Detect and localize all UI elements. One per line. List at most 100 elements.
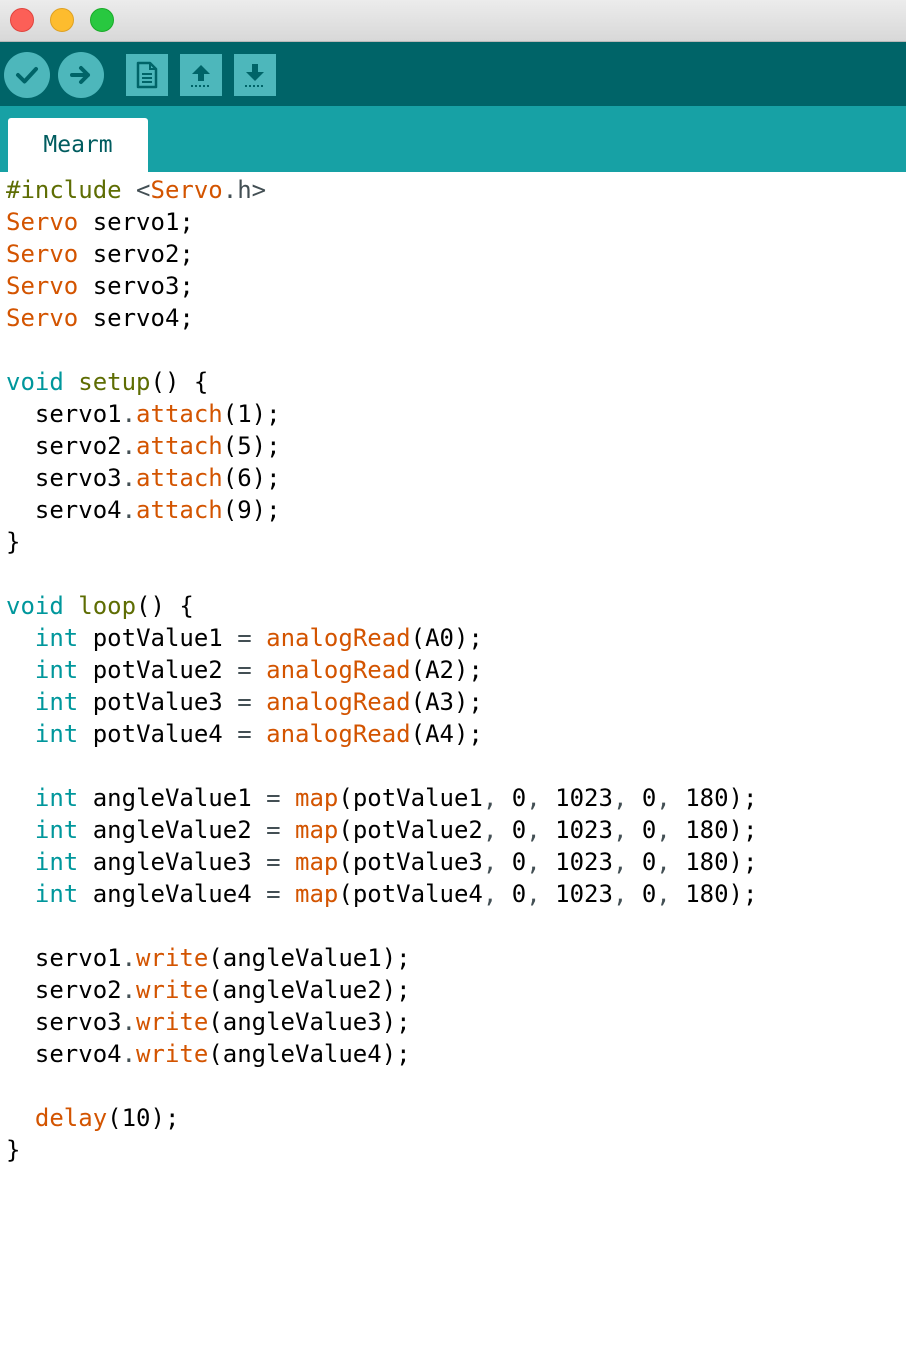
code-token: .	[121, 464, 137, 492]
code-token	[281, 848, 295, 876]
code-token: 1023	[540, 784, 613, 812]
tab-bar: Mearm	[0, 106, 906, 172]
code-token: =	[266, 848, 281, 876]
code-token: ,	[656, 816, 671, 844]
code-token: =	[237, 656, 252, 684]
code-token: (9);	[222, 496, 281, 524]
code-token	[6, 848, 35, 876]
code-token: 180);	[670, 848, 758, 876]
code-token: (potValue2	[338, 816, 483, 844]
upload-button[interactable]	[58, 52, 104, 98]
code-token: void	[6, 592, 64, 620]
code-token: 0	[497, 816, 527, 844]
code-line: int potValue2 = analogRead(A2);	[6, 654, 906, 686]
code-token: angleValue3	[78, 848, 267, 876]
code-token: 0	[627, 816, 657, 844]
code-token: Servo	[150, 176, 223, 204]
code-token: write	[136, 1008, 209, 1036]
code-line: }	[6, 526, 906, 558]
code-token: servo3	[6, 464, 122, 492]
code-token: .	[121, 432, 137, 460]
code-token: void	[6, 368, 64, 396]
code-token: .h>	[222, 176, 267, 204]
code-line	[6, 1070, 906, 1102]
code-token: 180);	[670, 880, 758, 908]
code-token: 0	[497, 784, 527, 812]
code-token: potValue3	[78, 688, 238, 716]
code-token: delay	[34, 1104, 108, 1132]
code-token: () {	[150, 368, 209, 396]
code-token: int	[34, 880, 79, 908]
code-token	[252, 656, 266, 684]
code-token: servo4;	[78, 304, 194, 332]
code-token: () {	[136, 592, 194, 620]
code-line: servo2.write(angleValue2);	[6, 974, 906, 1006]
code-token	[252, 624, 266, 652]
code-token: Servo	[6, 240, 79, 268]
code-token: analogRead	[266, 688, 411, 716]
window-zoom-button[interactable]	[90, 8, 114, 32]
code-token: write	[136, 1040, 209, 1068]
window-minimize-button[interactable]	[50, 8, 74, 32]
code-token: (A3);	[410, 688, 483, 716]
code-line: servo3.attach(6);	[6, 462, 906, 494]
code-token	[6, 720, 35, 748]
code-line: int potValue4 = analogRead(A4);	[6, 718, 906, 750]
code-token: 0	[627, 784, 657, 812]
tab-mearm[interactable]: Mearm	[8, 118, 148, 172]
code-token	[6, 816, 35, 844]
code-line: void setup() {	[6, 366, 906, 398]
code-line: delay(10);	[6, 1102, 906, 1134]
arrow-right-icon	[70, 66, 90, 84]
toolbar	[0, 42, 906, 106]
code-token: 0	[627, 880, 657, 908]
code-token	[6, 784, 35, 812]
code-token: servo3	[6, 1008, 122, 1036]
code-token: .	[121, 944, 137, 972]
code-token: servo4	[6, 496, 122, 524]
code-line: }	[6, 1134, 906, 1166]
code-token	[252, 688, 266, 716]
code-token: attach	[136, 464, 223, 492]
code-token: angleValue1	[78, 784, 267, 812]
code-token: Servo	[6, 272, 79, 300]
code-token: =	[266, 816, 281, 844]
code-token: angleValue2	[78, 816, 267, 844]
code-token: ,	[612, 848, 628, 876]
code-token: (potValue4	[338, 880, 483, 908]
code-area[interactable]: #include <Servo.h>Servo servo1;Servo ser…	[0, 172, 906, 1166]
code-token: .	[121, 1008, 137, 1036]
code-line: Servo servo3;	[6, 270, 906, 302]
open-button[interactable]	[180, 54, 222, 96]
code-token: setup	[78, 368, 151, 396]
new-sketch-button[interactable]	[126, 54, 168, 96]
code-token: (angleValue3);	[208, 1008, 411, 1036]
code-token	[6, 880, 35, 908]
code-line: servo4.attach(9);	[6, 494, 906, 526]
code-line: void loop() {	[6, 590, 906, 622]
save-button[interactable]	[234, 54, 276, 96]
code-token: servo2	[6, 432, 122, 460]
code-line: int potValue3 = analogRead(A3);	[6, 686, 906, 718]
code-token: int	[34, 720, 79, 748]
code-token: =	[266, 880, 281, 908]
code-line	[6, 334, 906, 366]
code-token: #include	[6, 176, 137, 204]
code-token: map	[295, 848, 339, 876]
code-token: ,	[612, 784, 628, 812]
code-token: 1023	[540, 848, 613, 876]
code-token: servo3;	[78, 272, 194, 300]
code-line: int angleValue1 = map(potValue1, 0, 1023…	[6, 782, 906, 814]
verify-button[interactable]	[4, 52, 50, 98]
code-token: <	[136, 176, 151, 204]
code-line: servo3.write(angleValue3);	[6, 1006, 906, 1038]
code-token: map	[295, 880, 339, 908]
code-token: potValue1	[78, 624, 238, 652]
code-editor[interactable]: #include <Servo.h>Servo servo1;Servo ser…	[0, 172, 906, 1356]
code-token	[6, 656, 35, 684]
code-token: 180);	[670, 784, 758, 812]
window-close-button[interactable]	[10, 8, 34, 32]
code-token: ,	[656, 880, 671, 908]
code-line	[6, 750, 906, 782]
code-token: attach	[136, 432, 223, 460]
